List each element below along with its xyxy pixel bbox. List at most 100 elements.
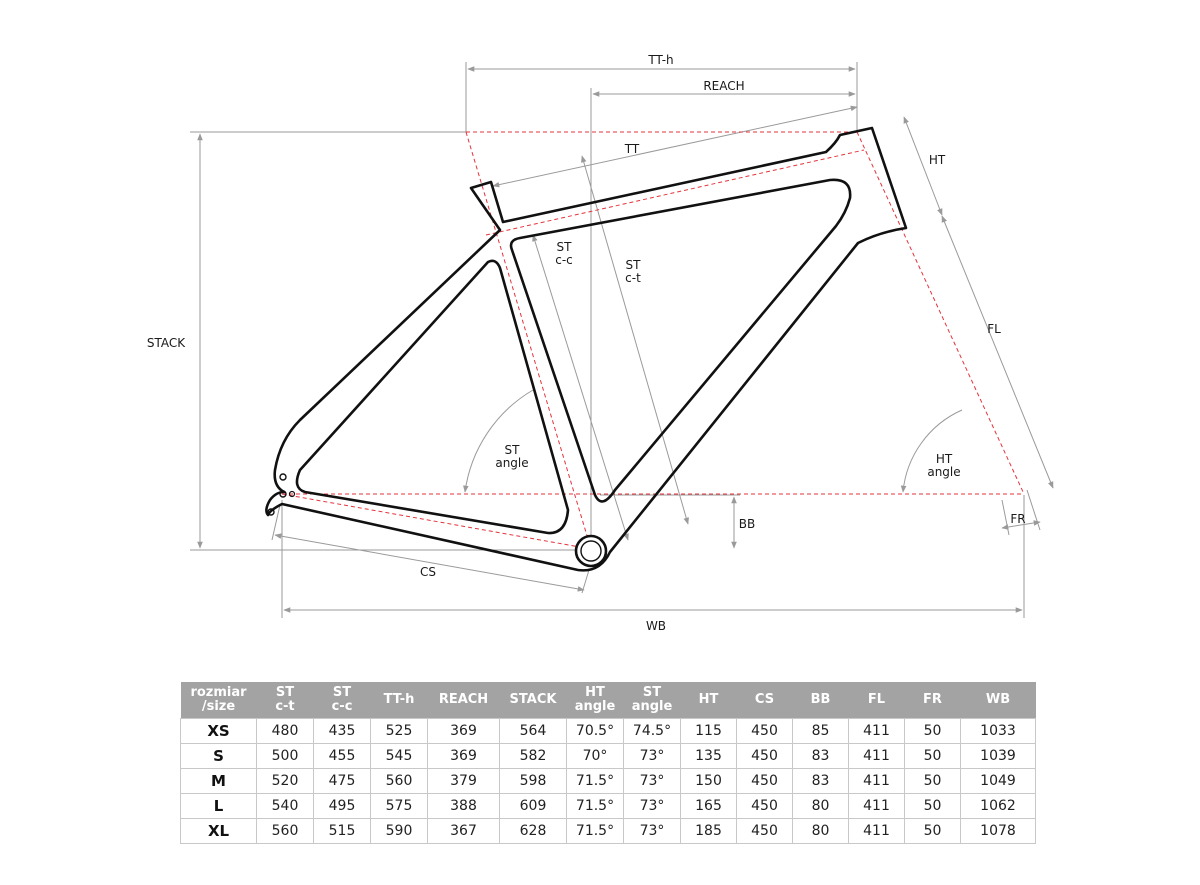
column-header-line: HT [585, 685, 605, 700]
dimension-labels: TT-h REACH TT HT STACK ST c-c ST c-t FL … [147, 53, 1026, 633]
column-header-line: CS [754, 692, 775, 707]
table-cell: 73° [623, 818, 681, 844]
column-header-line: c-c [331, 699, 353, 714]
construction-lines [281, 131, 1025, 550]
column-header: TT-h [370, 682, 428, 719]
label-st-cc-1: ST [557, 240, 573, 254]
table-cell: 590 [370, 818, 428, 844]
label-st-angle-1: ST [505, 443, 521, 457]
column-header: BB [792, 682, 849, 719]
column-header: rozmiar/size [180, 682, 257, 719]
table-cell: 369 [427, 718, 500, 744]
label-st-cc-2: c-c [555, 253, 573, 267]
table-cell: 50 [904, 718, 961, 744]
table-cell: 80 [792, 793, 849, 819]
table-cell: 435 [313, 718, 371, 744]
table-cell: 367 [427, 818, 500, 844]
front-triangle-inner [509, 178, 852, 503]
table-cell: 71.5° [566, 818, 624, 844]
table-cell: 50 [904, 793, 961, 819]
column-header-line: FR [923, 692, 942, 707]
column-header: FR [904, 682, 961, 719]
label-tt: TT [624, 142, 640, 156]
dropout-hole [279, 473, 287, 481]
column-header: CS [736, 682, 793, 719]
label-reach: REACH [703, 79, 744, 93]
bike-frame [265, 126, 908, 572]
table-cell: 475 [313, 768, 371, 794]
size-cell: M [180, 768, 257, 794]
label-bb: BB [739, 517, 755, 531]
table-cell: 1049 [960, 768, 1036, 794]
table-cell: 1078 [960, 818, 1036, 844]
table-cell: 83 [792, 743, 849, 769]
table-cell: 73° [623, 793, 681, 819]
column-header-line: /size [201, 699, 236, 714]
table-cell: 450 [736, 718, 793, 744]
table-cell: 609 [499, 793, 567, 819]
table-cell: 411 [848, 768, 905, 794]
label-st-ct-1: ST [626, 258, 642, 272]
column-header-line: REACH [438, 692, 489, 707]
column-header-line: angle [574, 699, 616, 714]
table-cell: 1033 [960, 718, 1036, 744]
frame-outline [265, 126, 908, 572]
table-cell: 135 [680, 743, 737, 769]
table-cell: 515 [313, 818, 371, 844]
table-cell: 185 [680, 818, 737, 844]
label-ht-angle-1: HT [936, 452, 953, 466]
table-cell: 71.5° [566, 768, 624, 794]
column-header-line: ST [275, 685, 295, 700]
table-cell: 598 [499, 768, 567, 794]
table-cell: 575 [370, 793, 428, 819]
column-header-line: rozmiar [190, 685, 247, 700]
table-cell: 70° [566, 743, 624, 769]
label-st-ct-2: c-t [625, 271, 641, 285]
table-cell: 411 [848, 743, 905, 769]
label-wb: WB [646, 619, 666, 633]
table-cell: 495 [313, 793, 371, 819]
table-cell: 1062 [960, 793, 1036, 819]
table-cell: 450 [736, 818, 793, 844]
table-cell: 369 [427, 743, 500, 769]
table-cell: 520 [256, 768, 314, 794]
table-cell: 560 [256, 818, 314, 844]
column-header-line: WB [985, 692, 1011, 707]
table-cell: 500 [256, 743, 314, 769]
size-cell: XL [180, 818, 257, 844]
table-cell: 480 [256, 718, 314, 744]
table-cell: 525 [370, 718, 428, 744]
label-tt-h: TT-h [647, 53, 673, 67]
column-header-line: BB [810, 692, 831, 707]
table-cell: 73° [623, 768, 681, 794]
column-header: HT [680, 682, 737, 719]
table-cell: 83 [792, 768, 849, 794]
column-header-line: c-t [275, 699, 295, 714]
table-cell: 450 [736, 743, 793, 769]
column-header: FL [848, 682, 905, 719]
label-fl: FL [987, 322, 1001, 336]
table-cell: 411 [848, 718, 905, 744]
label-ht: HT [929, 153, 946, 167]
column-header-line: ST [642, 685, 662, 700]
size-cell: S [180, 743, 257, 769]
size-cell: XS [180, 718, 257, 744]
column-header: STACK [499, 682, 567, 719]
table-cell: 115 [680, 718, 737, 744]
table-cell: 379 [427, 768, 500, 794]
table-cell: 85 [792, 718, 849, 744]
table-cell: 450 [736, 768, 793, 794]
table-cell: 411 [848, 818, 905, 844]
frame-geometry-diagram: TT-h REACH TT HT STACK ST c-c ST c-t FL … [147, 53, 1054, 633]
label-st-angle-2: angle [495, 456, 528, 470]
table-cell: 50 [904, 818, 961, 844]
